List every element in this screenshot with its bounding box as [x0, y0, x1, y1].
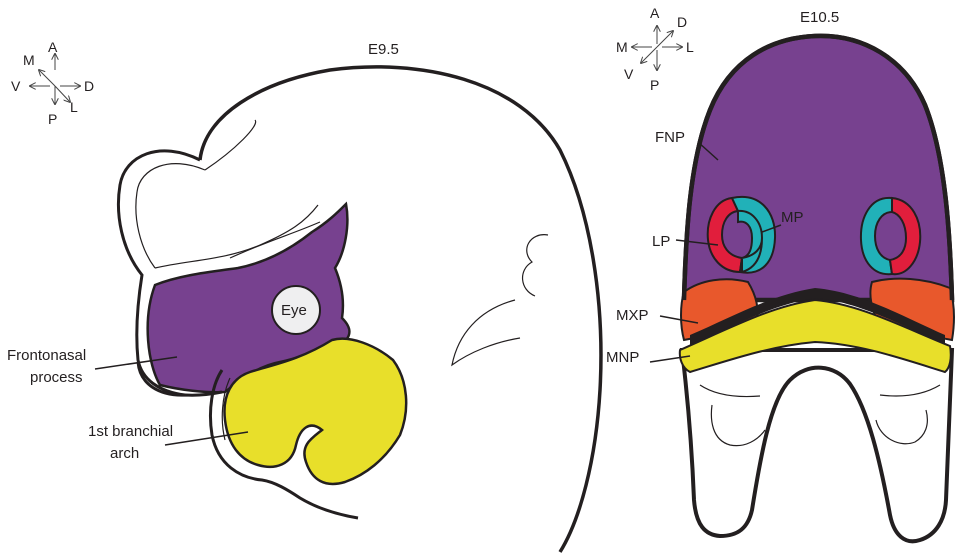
e105-lower-body [682, 350, 952, 541]
e105-orientation-compass: A D M L V P [616, 5, 694, 93]
compass-label-l: L [70, 99, 78, 115]
compass2-label-m: M [616, 39, 628, 55]
e95-eye-label: Eye [281, 302, 307, 319]
compass2-label-a: A [650, 5, 660, 21]
compass-downright-arrow [55, 86, 70, 102]
e95-lower-curve [452, 300, 520, 365]
compass2-label-v: V [624, 66, 634, 82]
branchial-label-line1: 1st branchial [88, 423, 173, 440]
e95-head-inner-outline [136, 164, 205, 268]
e95-otic-curve [523, 235, 548, 296]
fnp-label: FNP [655, 129, 685, 146]
compass-label-p: P [48, 111, 57, 127]
mxp-label: MXP [616, 307, 649, 324]
e105-panel: A D M L V P E10.5 [606, 5, 954, 541]
e95-orientation-compass: A P V D M L [11, 39, 94, 127]
mnp-label: MNP [606, 349, 639, 366]
compass2-upright-arrow [657, 31, 673, 47]
compass-label-d: D [84, 78, 94, 94]
e105-title: E10.5 [800, 9, 839, 26]
lp-label: LP [652, 233, 670, 250]
compass2-label-p: P [650, 77, 659, 93]
frontonasal-label-line2: process [30, 369, 83, 386]
compass-upleft-arrow [39, 70, 55, 86]
compass-label-m: M [23, 52, 35, 68]
compass2-label-l: L [686, 39, 694, 55]
compass2-label-d: D [677, 14, 687, 30]
branchial-label-line2: arch [110, 445, 139, 462]
mp-label: MP [781, 209, 804, 226]
compass2-downleft-arrow [641, 47, 657, 63]
e95-panel: A P V D M L E9.5 Eye [7, 39, 601, 552]
frontonasal-label-line1: Frontonasal [7, 347, 86, 364]
e95-title: E9.5 [368, 41, 399, 58]
compass-label-v: V [11, 78, 21, 94]
compass-label-a: A [48, 39, 58, 55]
